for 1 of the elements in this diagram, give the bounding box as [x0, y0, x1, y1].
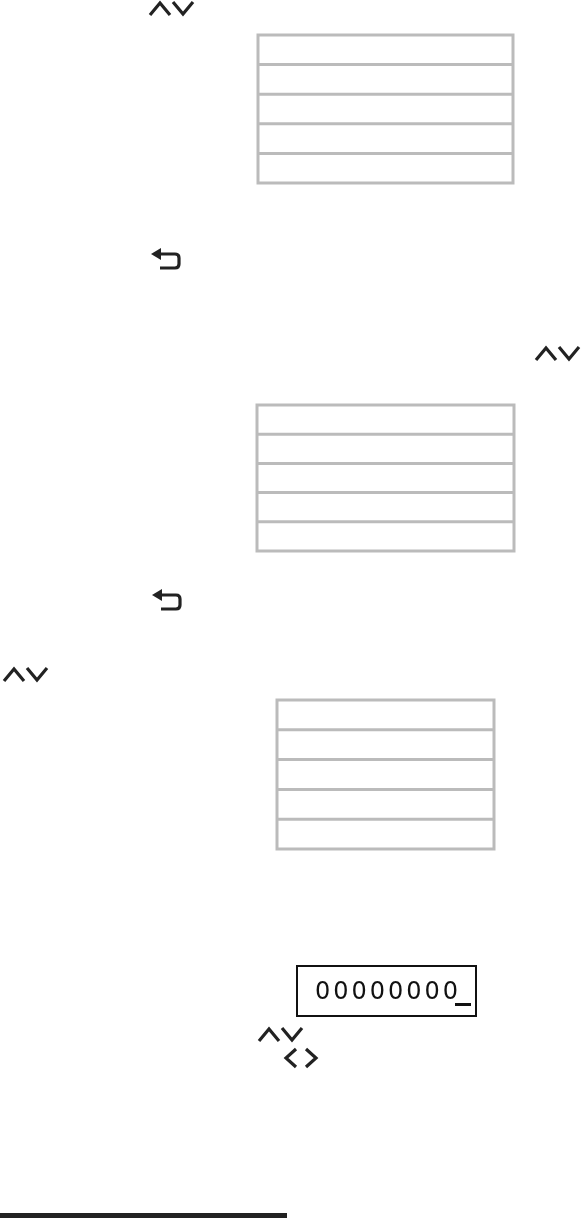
code-entry-field: 00000000 [296, 965, 477, 1017]
